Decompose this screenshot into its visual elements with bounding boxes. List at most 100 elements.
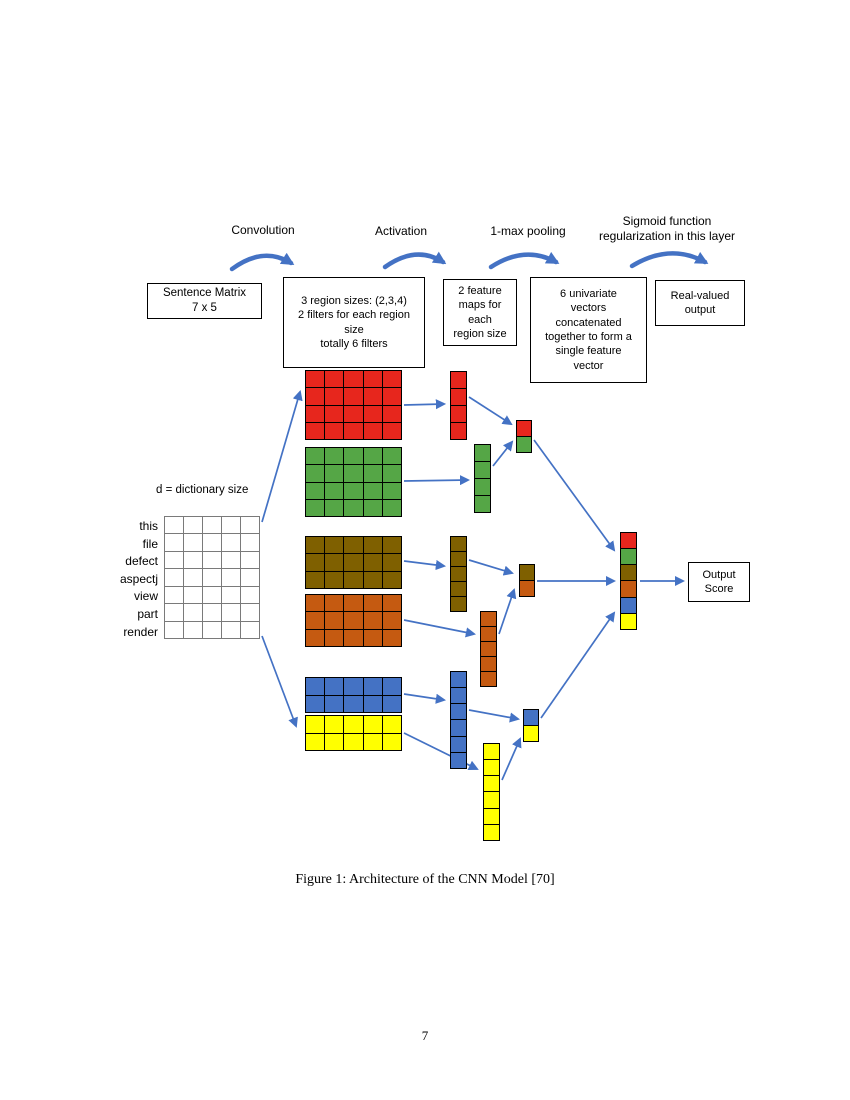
grid-cell	[325, 678, 344, 695]
grid-cell	[325, 537, 344, 554]
grid-cell	[363, 482, 382, 499]
grid-cell	[306, 482, 325, 499]
olive-filter-to-map-arrow	[403, 559, 447, 571]
grid-cell	[363, 448, 382, 465]
grid-cell	[451, 423, 466, 439]
grid-cell	[325, 482, 344, 499]
word-part: part	[137, 606, 158, 621]
grid-cell	[325, 612, 344, 629]
pooled-pair-bottom	[523, 709, 539, 742]
grid-cell	[451, 389, 466, 405]
stage-arrows	[229, 251, 709, 272]
grid-cell	[382, 716, 401, 733]
grid-cell	[382, 371, 401, 388]
grid-cell	[222, 534, 240, 551]
grid-cell	[621, 533, 636, 549]
grid-cell	[344, 448, 363, 465]
grid-cell	[451, 736, 466, 752]
red-filter-to-map-arrow	[403, 399, 447, 410]
yellow-map-to-pool-arrow	[501, 737, 522, 781]
sentence-matrix-box: Sentence Matrix 7 x 5	[147, 283, 262, 319]
filter-grid-yellow	[305, 715, 402, 751]
feature-map-orange	[480, 611, 497, 687]
grid-cell	[363, 695, 382, 712]
feature-map-olive	[450, 536, 467, 612]
green-filter-to-map-arrow	[403, 475, 471, 486]
grid-cell	[203, 586, 221, 604]
grid-cell	[484, 776, 499, 792]
filter-grid-olive	[305, 536, 402, 589]
pooled-pair-top	[516, 420, 532, 453]
grid-cell	[306, 537, 325, 554]
grid-cell	[363, 595, 382, 612]
grid-cell	[203, 534, 221, 551]
word-file: file	[142, 536, 158, 551]
grid-cell	[184, 534, 202, 551]
grid-cell	[363, 465, 382, 482]
grid-cell	[306, 733, 325, 750]
grid-cell	[306, 388, 325, 405]
grid-cell	[165, 586, 183, 604]
grid-cell	[325, 716, 344, 733]
grid-cell	[363, 733, 382, 750]
grid-cell	[520, 581, 534, 596]
grid-cell	[325, 733, 344, 750]
grid-cell	[184, 586, 202, 604]
stage-label-sigmoid: Sigmoid function regularization in this …	[598, 214, 736, 243]
grid-cell	[222, 621, 240, 638]
grid-cell	[165, 534, 183, 551]
grid-cell	[344, 371, 363, 388]
pool-bottom-to-concat-arrow	[540, 611, 616, 719]
grid-cell	[184, 517, 202, 534]
grid-cell	[306, 499, 325, 516]
grid-cell	[481, 672, 496, 686]
pooling-arrow	[488, 251, 560, 270]
grid-cell	[306, 448, 325, 465]
grid-cell	[325, 465, 344, 482]
grid-cell	[306, 716, 325, 733]
grid-cell	[344, 716, 363, 733]
grid-cell	[222, 517, 240, 534]
feature-map-red	[450, 371, 467, 440]
grid-cell	[451, 582, 466, 596]
grid-cell	[382, 405, 401, 422]
grid-cell	[363, 537, 382, 554]
grid-cell	[184, 621, 202, 638]
grid-cell	[382, 733, 401, 750]
feature-map-green	[474, 444, 491, 513]
grid-cell	[382, 422, 401, 439]
sigmoid-arrow	[629, 251, 709, 269]
grid-cell	[325, 422, 344, 439]
grid-cell	[184, 604, 202, 621]
grid-cell	[344, 499, 363, 516]
filter-grid-orange	[305, 594, 402, 647]
grid-cell	[241, 534, 259, 551]
grid-cell	[203, 604, 221, 621]
grid-cell	[165, 604, 183, 621]
feature-map-yellow	[483, 743, 500, 841]
grid-cell	[382, 571, 401, 588]
grid-cell	[344, 405, 363, 422]
grid-cell	[363, 571, 382, 588]
grid-cell	[475, 462, 490, 478]
grid-cell	[165, 551, 183, 569]
grid-cell	[203, 517, 221, 534]
grid-cell	[344, 678, 363, 695]
grid-cell	[451, 720, 466, 736]
grid-cell	[344, 537, 363, 554]
word-this: this	[139, 519, 158, 533]
grid-cell	[344, 571, 363, 588]
grid-cell	[306, 465, 325, 482]
grid-cell	[475, 445, 490, 461]
grid-cell	[363, 422, 382, 439]
grid-cell	[517, 437, 531, 452]
grid-cell	[621, 597, 636, 613]
flow-arrows	[261, 390, 686, 781]
grid-cell	[621, 613, 636, 629]
stage-label-pooling: 1-max pooling	[490, 224, 566, 238]
sentence-matrix-grid	[164, 516, 260, 639]
region-sizes-box: 3 region sizes: (2,3,4) 2 filters for ea…	[283, 277, 425, 368]
grid-cell	[306, 695, 325, 712]
grid-cell	[363, 554, 382, 571]
